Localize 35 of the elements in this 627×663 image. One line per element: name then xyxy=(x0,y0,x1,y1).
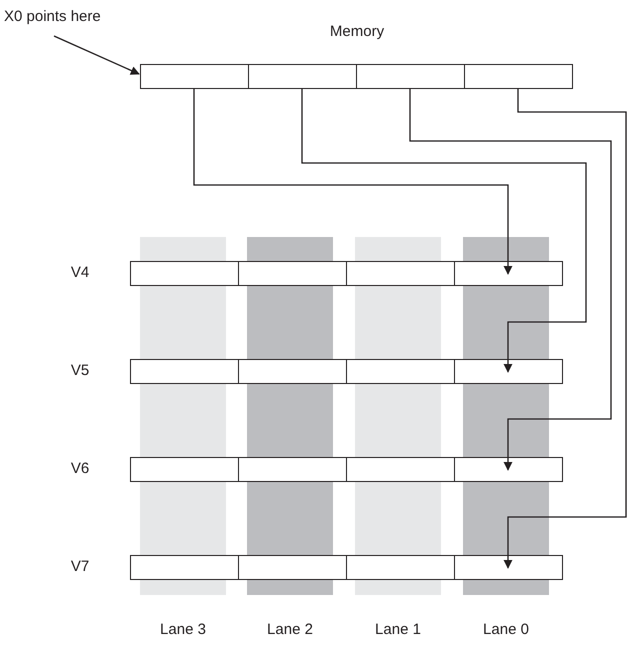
register-cell xyxy=(238,555,347,580)
register-cell xyxy=(130,261,239,286)
pointer-note: X0 points here xyxy=(4,6,101,28)
lane-label: Lane 2 xyxy=(266,620,314,640)
register-name: V5 xyxy=(70,361,90,381)
register-cell xyxy=(130,359,239,384)
register-cell xyxy=(346,555,455,580)
register-name: V4 xyxy=(70,263,90,283)
arrow xyxy=(503,88,627,569)
memory-heading: Memory xyxy=(328,22,386,42)
register-cell xyxy=(346,457,455,482)
arrow xyxy=(301,88,587,373)
memory-cell xyxy=(464,64,573,89)
register-cell xyxy=(454,457,563,482)
register-name: V7 xyxy=(70,557,90,577)
arrow xyxy=(409,88,612,471)
arrow xyxy=(54,35,140,75)
memory-cell xyxy=(248,64,357,89)
register-cell xyxy=(454,555,563,580)
register-cell xyxy=(454,261,563,286)
arrow xyxy=(193,88,513,275)
memory-cell xyxy=(356,64,465,89)
register-cell xyxy=(130,457,239,482)
lane-label: Lane 3 xyxy=(159,620,207,640)
register-cell xyxy=(130,555,239,580)
register-cell xyxy=(346,261,455,286)
lane-label: Lane 1 xyxy=(374,620,422,640)
register-cell xyxy=(238,457,347,482)
register-cell xyxy=(238,359,347,384)
register-cell xyxy=(454,359,563,384)
lane-label: Lane 0 xyxy=(482,620,530,640)
register-cell xyxy=(346,359,455,384)
register-name: V6 xyxy=(70,459,90,479)
memory-cell xyxy=(140,64,249,89)
register-cell xyxy=(238,261,347,286)
